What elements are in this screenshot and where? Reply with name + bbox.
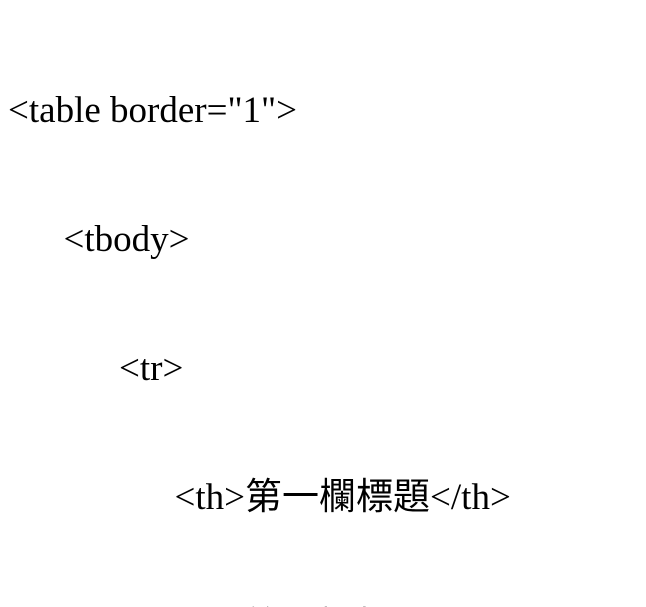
code-line: <tr> [8,348,184,389]
code-snippet: <table border="1"> <tbody> <tr> <th>第一欄標… [8,3,646,607]
code-line: <table border="1"> [8,90,298,131]
code-line: <th>第一欄標題</th> [8,477,511,518]
code-line: <tbody> [8,219,190,260]
